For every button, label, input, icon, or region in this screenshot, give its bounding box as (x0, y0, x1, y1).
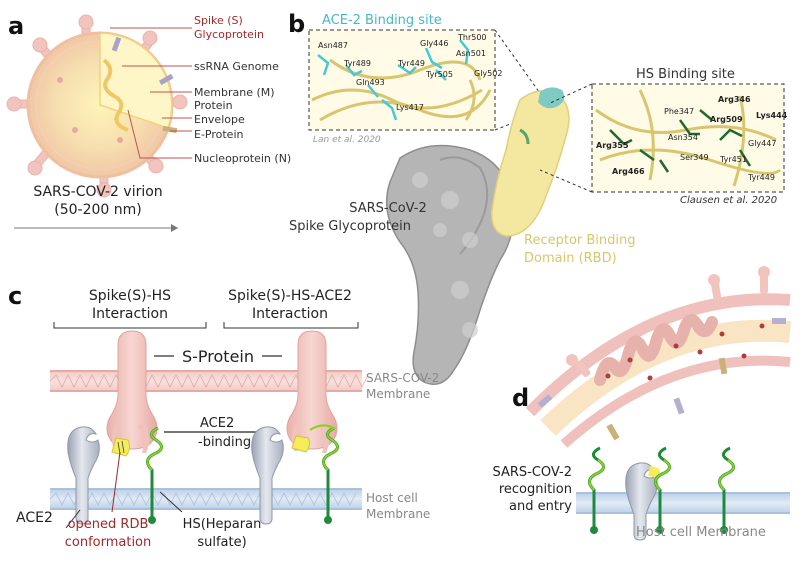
ace2-residue-sticks (317, 39, 470, 121)
residue-tyr489: Tyr489 (343, 59, 371, 68)
sprotein-label: S-Protein (182, 347, 254, 366)
panel-b: b ACE-2 Binding site Asn487 (288, 10, 788, 385)
ace2-site-title: ACE-2 Binding site (322, 13, 442, 28)
panel-b-letter: b (288, 10, 305, 38)
header-right-line2: Interaction (252, 306, 328, 322)
hs-chain-d2 (654, 446, 671, 534)
ace2-binding-inset: ACE-2 Binding site Asn487 Tyr489 Gln493 (308, 13, 543, 145)
virion-caption-line1: SARS-COV-2 virion (33, 184, 162, 200)
virion-leader-lines (110, 27, 192, 159)
rbd-surface (491, 90, 570, 237)
residue-lys444: Lys444 (756, 111, 788, 120)
panel-a-letter: a (8, 12, 24, 40)
arrow-label-line2: -binding (198, 435, 251, 450)
rbd-label-line1: Receptor Binding (524, 233, 636, 248)
recognition-line1: SARS-COV-2 (492, 465, 572, 480)
rdb-label-line1: opened RDB (68, 517, 149, 532)
panel-d: d (492, 266, 792, 541)
residue-gly447: Gly447 (748, 139, 776, 148)
spike-protein-right (286, 330, 338, 453)
virion-illustration (6, 14, 192, 198)
hs-chain-d1 (588, 446, 605, 534)
spike-label-line2: Spike Glycoprotein (289, 219, 411, 234)
panel-c-letter: c (8, 282, 22, 310)
residue-tyr449: Tyr449 (397, 59, 425, 68)
host-membrane-label-line2: Membrane (366, 507, 430, 521)
hs-residue-sticks (609, 109, 752, 173)
ace2-citation: Lan et al. 2020 (313, 135, 381, 145)
label-spike-line2: Glycoprotein (194, 28, 264, 41)
residue-gly502: Gly502 (474, 69, 502, 78)
opened-rdb-left (111, 437, 131, 457)
viral-membrane-label-line1: SARS-COV-2 (366, 371, 439, 385)
spike-label-line1: SARS-CoV-2 (349, 201, 427, 216)
rbd-label-line2: Domain (RBD) (524, 251, 617, 266)
residue-thr500: Thr500 (457, 33, 487, 42)
rdb-label-line2: conformation (65, 535, 152, 550)
header-left-line2: Interaction (92, 306, 168, 322)
hs-inset-box (591, 83, 785, 193)
residue-arg346: Arg346 (718, 95, 751, 104)
hs-binding-inset: HS Binding site Phe347 Arg346 Arg5 (539, 67, 788, 206)
virus-arc (525, 266, 792, 448)
hs-chain-left (146, 426, 163, 524)
residue-tyr449b: Tyr449 (747, 173, 775, 182)
spike-protein-left (106, 330, 158, 457)
ace2-receptor-right (251, 426, 284, 525)
panel-c: c Spike(S)-HS Interaction Spike(S)-HS-AC… (8, 282, 439, 550)
panel-a: a (6, 12, 291, 232)
residue-tyr451: Tyr451 (719, 155, 747, 164)
host-membrane-d (576, 492, 790, 514)
label-spike-line1: Spike (S) (194, 14, 243, 27)
residue-gly446: Gly446 (420, 39, 448, 48)
recognition-line3: and entry (509, 499, 572, 514)
hs-citation: Clausen et al. 2020 (680, 195, 777, 206)
residue-arg509: Arg509 (710, 115, 743, 124)
opened-rdb-right (291, 435, 311, 453)
m-protein-mark (111, 36, 122, 52)
residue-asn354: Asn354 (668, 133, 698, 142)
hs-chain-right (309, 424, 339, 524)
ace2-receptor-left (67, 426, 100, 525)
label-membrane-line1: Membrane (M) (194, 86, 275, 99)
hs-chain-d3 (718, 446, 735, 534)
ssrna-strand (102, 58, 129, 132)
panel-d-letter: d (512, 384, 529, 412)
label-membrane-line2: Protein (194, 99, 233, 112)
recognition-line2: recognition (499, 482, 572, 497)
residue-phe347: Phe347 (664, 107, 694, 116)
host-membrane-d-label: Host cell Membrane (636, 525, 766, 540)
hs-label-line2: sulfate) (197, 535, 246, 550)
residue-arg466: Arg466 (612, 167, 645, 176)
virion-caption-line2: (50-200 nm) (54, 202, 141, 218)
label-envelope: Envelope (194, 113, 245, 126)
ace2-label: ACE2 (16, 510, 53, 526)
label-nucleoprotein: Nucleoprotein (N) (194, 152, 291, 165)
residue-arg355: Arg355 (596, 141, 629, 150)
header-right-line1: Spike(S)-HS-ACE2 (228, 288, 352, 304)
residue-ser349: Ser349 (680, 153, 709, 162)
arrow-label-line1: ACE2 (200, 416, 234, 431)
virion-cutaway (99, 32, 173, 129)
header-left-line1: Spike(S)-HS (89, 288, 171, 304)
label-ssrna: ssRNA Genome (194, 60, 279, 73)
hs-site-title: HS Binding site (636, 67, 735, 82)
rbd-ace2-site (538, 87, 565, 109)
spike-protein-surface (385, 87, 570, 385)
residue-tyr505: Tyr505 (425, 70, 453, 79)
residue-asn487: Asn487 (318, 41, 348, 50)
residue-asn501: Asn501 (456, 49, 486, 58)
hs-label-line1: HS(Heparan (183, 517, 262, 532)
residue-lys417: Lys417 (396, 103, 424, 112)
host-membrane-label-line1: Host cell (366, 491, 418, 505)
residue-gln493: Gln493 (356, 78, 385, 87)
viral-membrane-label-line2: Membrane (366, 387, 430, 401)
ace2-receptor-d (625, 462, 660, 541)
label-eprotein: E-Protein (194, 128, 244, 141)
host-membrane-c (49, 488, 362, 510)
